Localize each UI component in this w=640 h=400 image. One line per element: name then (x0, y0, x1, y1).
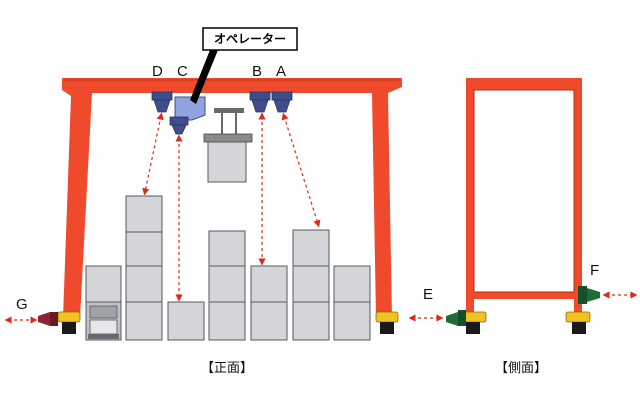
front-gantry-frame (62, 78, 402, 318)
beam-d (142, 112, 164, 196)
label-e: E (423, 286, 433, 303)
side-right-wheel (565, 311, 591, 334)
truck (85, 301, 122, 341)
operator-cab (174, 96, 206, 121)
front-right-wheel (375, 311, 399, 334)
side-left-wheel (461, 311, 487, 334)
sensor-g (38, 312, 58, 326)
label-f: F (590, 262, 599, 279)
label-b: B (252, 63, 262, 80)
front-left-wheel (57, 311, 81, 334)
label-d: D (152, 63, 163, 80)
sensor-a (271, 91, 293, 113)
side-view: E F 【側面】 (408, 78, 638, 376)
operator-label: オペレーター (214, 32, 286, 46)
container-stacks (85, 195, 371, 341)
front-view: G D C (4, 27, 402, 376)
sensor-f (578, 286, 600, 304)
label-c: C (177, 63, 188, 80)
hoist-spreader (203, 108, 253, 183)
operator-callout: オペレーター (190, 27, 298, 104)
sensor-e (446, 310, 466, 326)
sensor-d (151, 91, 173, 113)
sensor-b (249, 91, 271, 113)
side-gantry-frame (466, 78, 582, 312)
caption-side: 【側面】 (495, 361, 547, 376)
caption-front: 【正面】 (201, 361, 253, 376)
sensor-c (169, 116, 189, 135)
label-g: G (16, 296, 28, 313)
label-a: A (276, 63, 286, 80)
beam-a (281, 112, 321, 228)
